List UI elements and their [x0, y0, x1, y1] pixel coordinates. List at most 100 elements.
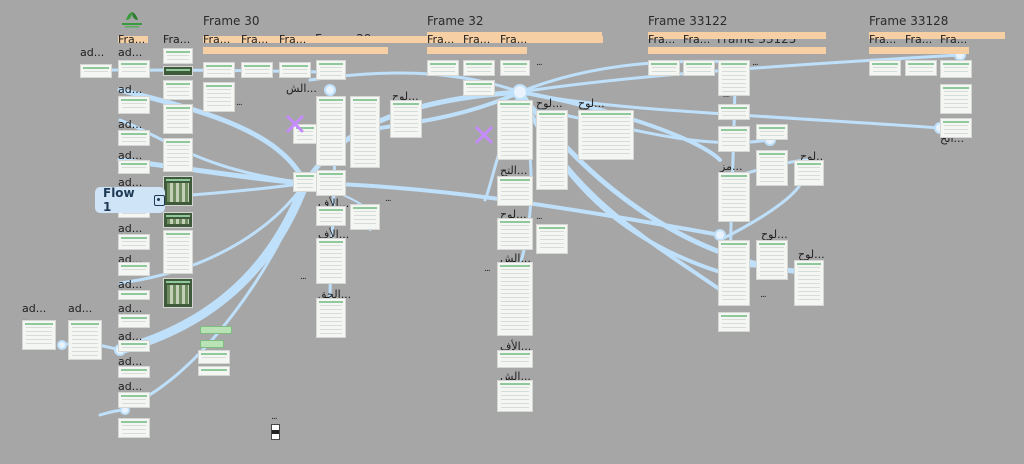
- play-flow-icon[interactable]: [154, 194, 165, 206]
- screen-thumbnail[interactable]: [427, 60, 459, 76]
- more-indicator[interactable]: ...: [752, 58, 759, 68]
- more-indicator[interactable]: ...: [484, 264, 491, 274]
- screen-thumbnail[interactable]: [118, 366, 150, 378]
- column-label[interactable]: Fra...: [427, 33, 455, 46]
- screen-thumbnail[interactable]: [68, 320, 102, 360]
- flow-starting-point[interactable]: Flow 1: [95, 186, 165, 214]
- screen-thumbnail[interactable]: [718, 60, 750, 96]
- screen-thumbnail[interactable]: [163, 104, 193, 134]
- screen-thumbnail[interactable]: [390, 100, 422, 138]
- screen-label[interactable]: ad...: [118, 149, 143, 162]
- screen-thumbnail[interactable]: [118, 160, 150, 174]
- frame-title-33122[interactable]: Frame 33122: [648, 14, 728, 28]
- screen-thumbnail[interactable]: [536, 110, 568, 190]
- more-indicator[interactable]: ...: [536, 212, 543, 222]
- screen-thumbnail[interactable]: [316, 170, 346, 196]
- screen-thumbnail[interactable]: [794, 260, 824, 306]
- column-label[interactable]: Fra...: [463, 33, 491, 46]
- screen-thumbnail[interactable]: [718, 312, 750, 332]
- frame-title-32[interactable]: Frame 32: [427, 14, 484, 28]
- screen-thumbnail[interactable]: [794, 160, 824, 186]
- screen-thumbnail[interactable]: [497, 262, 533, 336]
- screen-thumbnail[interactable]: [118, 418, 150, 438]
- screen-thumbnail[interactable]: [163, 212, 193, 228]
- screen-thumbnail[interactable]: [718, 240, 750, 306]
- more-indicator[interactable]: ...: [271, 412, 278, 422]
- screen-label[interactable]: الحق...: [318, 288, 352, 301]
- screen-thumbnail[interactable]: [497, 350, 533, 368]
- screen-label[interactable]: لوح...: [392, 90, 419, 103]
- screen-thumbnail[interactable]: [22, 320, 56, 350]
- screen-label[interactable]: الش...: [500, 252, 531, 265]
- screen-thumbnail[interactable]: [203, 82, 235, 112]
- screen-label[interactable]: ad...: [118, 222, 143, 235]
- screen-thumbnail[interactable]: [316, 96, 346, 166]
- screen-thumbnail[interactable]: [869, 60, 901, 76]
- screen-label[interactable]: ad...: [118, 176, 143, 189]
- screen-label[interactable]: مز...: [720, 160, 743, 173]
- column-label[interactable]: Fra...: [118, 33, 146, 46]
- screen-thumbnail[interactable]: [718, 126, 750, 152]
- screen-thumbnail[interactable]: [118, 262, 150, 276]
- screen-label[interactable]: ad...: [118, 330, 143, 343]
- screen-label[interactable]: لوح...: [798, 248, 825, 261]
- screen-label[interactable]: لوح..: [800, 150, 824, 163]
- screen-thumbnail[interactable]: [163, 48, 193, 64]
- screen-thumbnail[interactable]: [118, 290, 150, 300]
- frame-title-30[interactable]: Frame 30: [203, 14, 260, 28]
- screen-label[interactable]: الأف...: [318, 228, 350, 241]
- screen-label[interactable]: لوح...: [500, 208, 527, 221]
- column-label[interactable]: Fra...: [648, 33, 676, 46]
- screen-thumbnail[interactable]: [350, 96, 380, 168]
- screen-thumbnail[interactable]: [118, 96, 150, 114]
- screen-label[interactable]: ad...: [118, 355, 143, 368]
- screen-label[interactable]: لوح...: [536, 97, 563, 110]
- screen-thumbnail[interactable]: [163, 176, 193, 206]
- screen-thumbnail[interactable]: [463, 60, 495, 76]
- screen-label[interactable]: الأف...: [500, 340, 532, 353]
- component-chip[interactable]: [200, 340, 224, 348]
- screen-thumbnail[interactable]: [718, 172, 750, 222]
- screen-thumbnail[interactable]: [497, 176, 533, 206]
- screen-thumbnail[interactable]: [940, 60, 972, 78]
- screen-thumbnail[interactable]: [500, 60, 530, 76]
- screen-thumbnail[interactable]: [683, 60, 715, 76]
- broken-link-icon[interactable]: [285, 114, 305, 134]
- screen-thumbnail[interactable]: [536, 224, 568, 254]
- screen-thumbnail[interactable]: [463, 80, 495, 96]
- component-chip[interactable]: [200, 326, 232, 334]
- screen-label[interactable]: ad...: [22, 302, 47, 315]
- screen-label[interactable]: الش...: [286, 82, 317, 95]
- column-label[interactable]: Fra...: [241, 33, 269, 46]
- screen-thumbnail[interactable]: [756, 150, 788, 186]
- screen-label[interactable]: ad...: [118, 278, 143, 291]
- screen-thumbnail[interactable]: [198, 350, 230, 364]
- screen-label[interactable]: ad...: [118, 83, 143, 96]
- column-label[interactable]: Fra...: [500, 33, 528, 46]
- screen-thumbnail[interactable]: [940, 118, 972, 138]
- screen-label[interactable]: ad...: [118, 118, 143, 131]
- screen-label[interactable]: ad...: [118, 46, 143, 59]
- screen-thumbnail[interactable]: [118, 234, 150, 250]
- screen-thumbnail[interactable]: [163, 278, 193, 308]
- screen-thumbnail[interactable]: [316, 238, 346, 284]
- screen-thumbnail[interactable]: [756, 240, 788, 280]
- screen-thumbnail[interactable]: [316, 60, 346, 80]
- screen-thumbnail[interactable]: [118, 392, 150, 408]
- column-label[interactable]: Fra...: [905, 33, 933, 46]
- screen-thumbnail[interactable]: [118, 130, 150, 146]
- component-thumbnail[interactable]: [271, 424, 280, 440]
- screen-thumbnail[interactable]: [279, 62, 311, 78]
- screen-thumbnail[interactable]: [316, 206, 346, 226]
- screen-thumbnail[interactable]: [756, 124, 788, 140]
- screen-thumbnail[interactable]: [163, 80, 193, 100]
- screen-thumbnail[interactable]: [163, 230, 193, 274]
- screen-thumbnail[interactable]: [118, 314, 150, 328]
- screen-thumbnail[interactable]: [118, 60, 150, 78]
- screen-thumbnail[interactable]: [648, 60, 680, 76]
- screen-thumbnail[interactable]: [905, 60, 937, 76]
- screen-thumbnail[interactable]: [198, 366, 230, 376]
- more-indicator[interactable]: ...: [68, 314, 75, 324]
- column-label[interactable]: Fra...: [279, 33, 307, 46]
